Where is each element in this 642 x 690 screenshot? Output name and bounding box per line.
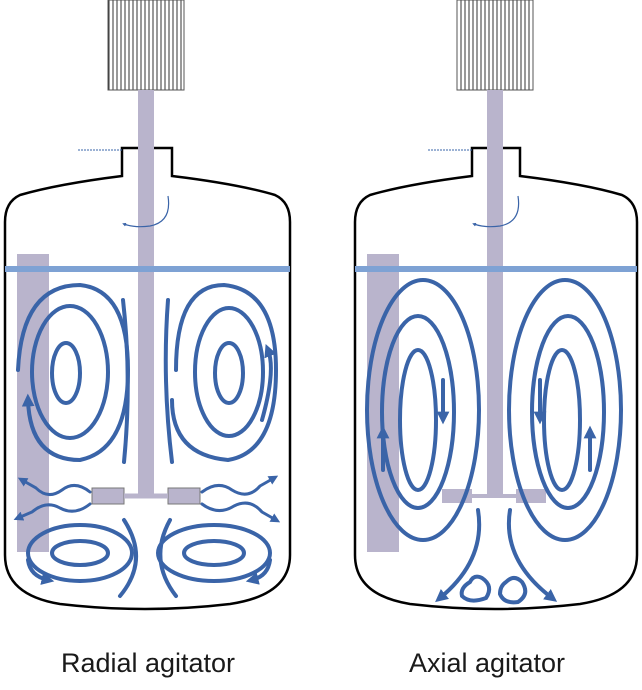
flow-loop-bottom-right [156, 523, 272, 583]
flow-loop-right-outer [170, 282, 279, 463]
axial-loop-right-inner [542, 348, 582, 492]
flow-loop-left-mid [30, 304, 110, 440]
vessel-left [3, 146, 292, 611]
motor-right [456, 0, 534, 91]
axial-loop-left-outer [365, 278, 481, 542]
caption-axial-agitator: Axial agitator [408, 648, 566, 678]
axial-tank [353, 0, 639, 611]
impeller-blade-left-b [167, 487, 201, 505]
flow-loop-left-inner [50, 341, 82, 405]
axial-loop-left-inner [398, 348, 438, 492]
flow-loop-right-inner [213, 341, 245, 405]
axial-loop-right-mid [530, 314, 606, 510]
vessel-right [353, 146, 639, 611]
shaft-left [138, 90, 154, 498]
flow-loop-bottom-left [26, 523, 134, 583]
radial-tank [3, 0, 292, 611]
caption-radial-agitator: Radial agitator [60, 648, 236, 678]
axial-loop-right-outer [507, 278, 623, 542]
flow-loop-right-mid [193, 306, 265, 438]
impeller-blade-left-a [91, 487, 125, 505]
axial-loop-left-mid [380, 314, 456, 510]
motor-left [107, 0, 185, 91]
shaft-right [487, 90, 503, 498]
